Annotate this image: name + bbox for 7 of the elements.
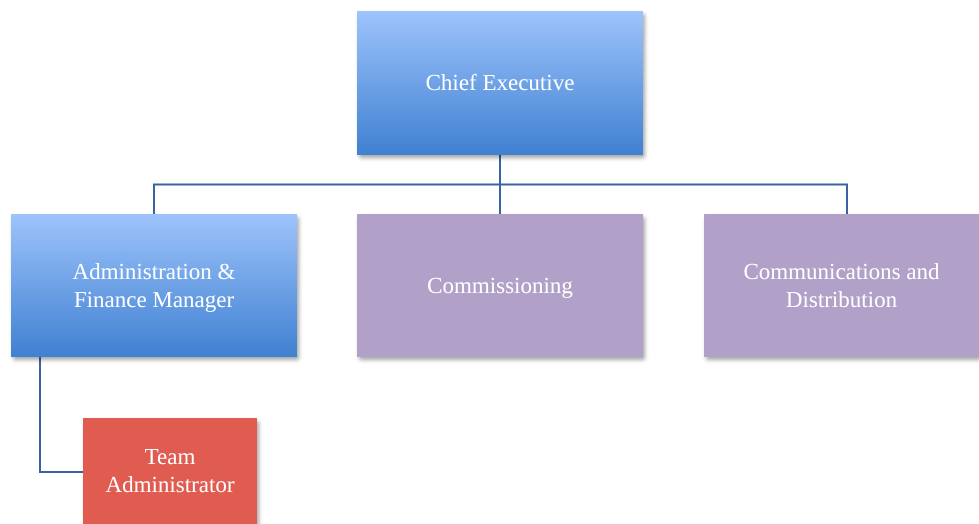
org-box: Administration & Finance Manager [11,214,297,357]
org-box: Team Administrator [83,418,257,524]
connector-line [39,357,83,474]
org-box: Commissioning [357,214,643,357]
connector-line [499,155,848,214]
org-box: Chief Executive [357,11,643,155]
org-box: Communications and Distribution [704,214,979,357]
